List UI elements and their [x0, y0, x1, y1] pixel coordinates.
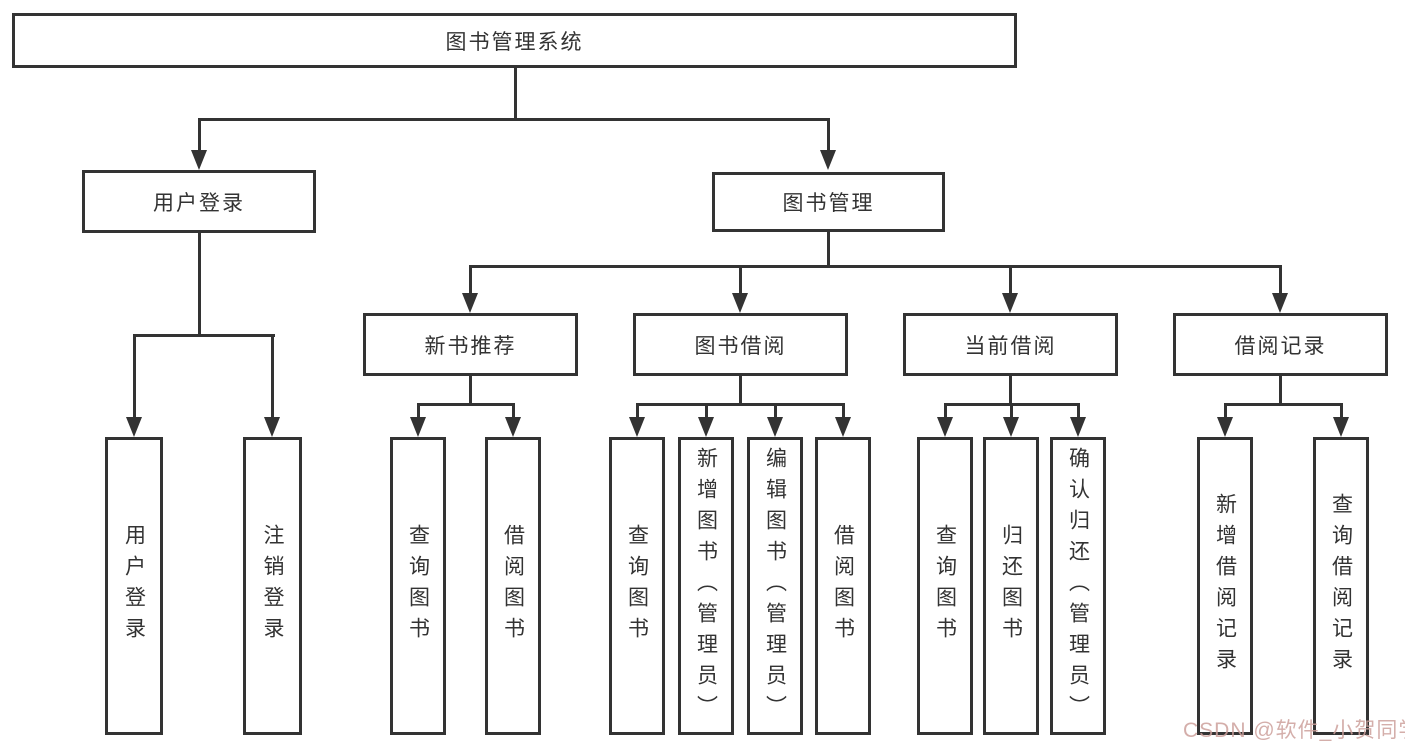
connector-line	[469, 265, 472, 295]
arrow-down-icon	[698, 417, 714, 437]
node-label: 图书管理系统	[445, 30, 584, 54]
connector-line	[1009, 265, 1012, 295]
connector-line	[514, 68, 517, 120]
csdn-watermark: CSDN @软件_小贺同学	[1183, 719, 1405, 742]
node-label: 新增图书（管理员）	[694, 446, 718, 726]
leaf-br-add-borrow-record: 新增借阅记录	[1197, 437, 1253, 735]
leaf-bb-query-books: 查询图书	[609, 437, 665, 735]
node-label: 借阅记录	[1234, 334, 1327, 358]
connector-line	[1010, 403, 1013, 419]
arrow-down-icon	[191, 150, 207, 170]
connector-line	[739, 265, 742, 295]
connector-line	[198, 233, 201, 337]
arrow-down-icon	[1070, 417, 1086, 437]
connector-line	[739, 376, 742, 406]
node-label: 图书借阅	[694, 334, 787, 358]
leaf-cb-query-books: 查询图书	[917, 437, 973, 735]
connector-line	[417, 403, 515, 406]
connector-line	[198, 118, 201, 152]
connector-line	[469, 265, 1282, 268]
node-label: 借阅图书	[501, 524, 525, 648]
connector-line	[1077, 403, 1080, 419]
leaf-cb-return-books: 归还图书	[983, 437, 1039, 735]
node-label: 查询图书	[625, 524, 649, 648]
connector-line	[842, 403, 845, 419]
connector-line	[469, 376, 472, 406]
node-label: 归还图书	[999, 524, 1023, 648]
connector-line	[944, 403, 947, 419]
node-label: 查询图书	[406, 524, 430, 648]
node-label: 图书管理	[782, 192, 875, 215]
arrow-down-icon	[462, 293, 478, 313]
connector-line	[417, 403, 420, 419]
leaf-bb-edit-books-admin: 编辑图书（管理员）	[747, 437, 803, 735]
arrow-down-icon	[629, 417, 645, 437]
node-label: 查询借阅记录	[1329, 493, 1353, 679]
connector-line	[636, 403, 845, 406]
node-label: 编辑图书（管理员）	[763, 446, 787, 726]
connector-line	[512, 403, 515, 419]
arrow-down-icon	[505, 417, 521, 437]
connector-line	[636, 403, 639, 419]
leaf-logout: 注销登录	[243, 437, 302, 735]
connector-line	[1340, 403, 1343, 419]
node-label: 注销登录	[261, 524, 284, 648]
connector-line	[827, 232, 830, 268]
arrow-down-icon	[1003, 417, 1019, 437]
arrow-down-icon	[1217, 417, 1233, 437]
connector-line	[133, 334, 275, 337]
connector-line	[827, 118, 830, 152]
connector-line	[1009, 376, 1012, 406]
arrow-down-icon	[264, 417, 280, 437]
leaf-cb-confirm-return-admin: 确认归还（管理员）	[1050, 437, 1106, 735]
arrow-down-icon	[820, 150, 836, 170]
node-new-book-recommendation: 新书推荐	[363, 313, 578, 376]
leaf-br-query-borrow-record: 查询借阅记录	[1313, 437, 1369, 735]
leaf-nbr-query-books: 查询图书	[390, 437, 446, 735]
node-label: 当前借阅	[964, 334, 1057, 358]
arrow-down-icon	[1272, 293, 1288, 313]
arrow-down-icon	[767, 417, 783, 437]
leaf-nbr-borrow-books: 借阅图书	[485, 437, 541, 735]
arrow-down-icon	[126, 417, 142, 437]
node-label: 查询图书	[933, 524, 957, 648]
connector-line	[133, 334, 136, 419]
arrow-down-icon	[732, 293, 748, 313]
arrow-down-icon	[937, 417, 953, 437]
connector-line	[198, 118, 830, 121]
node-user-login: 用户登录	[82, 170, 316, 233]
node-label: 新增借阅记录	[1213, 493, 1237, 679]
node-borrowing-records: 借阅记录	[1173, 313, 1388, 376]
node-label: 确认归还（管理员）	[1066, 446, 1090, 726]
node-book-management: 图书管理	[712, 172, 945, 232]
node-label: 借阅图书	[831, 524, 855, 648]
leaf-bb-borrow-books: 借阅图书	[815, 437, 871, 735]
connector-line	[1279, 265, 1282, 295]
node-label: 用户登录	[122, 524, 146, 648]
arrow-down-icon	[1002, 293, 1018, 313]
connector-line	[1224, 403, 1343, 406]
node-current-borrowing: 当前借阅	[903, 313, 1118, 376]
arrow-down-icon	[410, 417, 426, 437]
connector-line	[1279, 376, 1282, 406]
connector-line	[271, 334, 274, 419]
node-library-management-system: 图书管理系统	[12, 13, 1017, 68]
connector-line	[1224, 403, 1227, 419]
arrow-down-icon	[1333, 417, 1349, 437]
connector-line	[705, 403, 708, 419]
node-label: 用户登录	[153, 191, 245, 215]
arrow-down-icon	[835, 417, 851, 437]
connector-line	[774, 403, 777, 419]
leaf-user-login: 用户登录	[105, 437, 163, 735]
leaf-bb-add-books-admin: 新增图书（管理员）	[678, 437, 734, 735]
node-label: 新书推荐	[424, 334, 517, 358]
node-book-borrowing: 图书借阅	[633, 313, 848, 376]
